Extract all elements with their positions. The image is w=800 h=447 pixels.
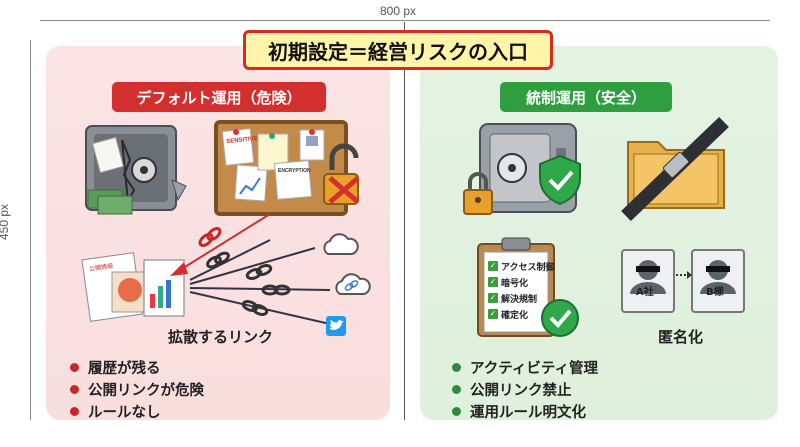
- checklist-item-label: 確定化: [501, 310, 529, 321]
- list-item: アクティビティ管理: [452, 356, 598, 378]
- height-dimension-label: 450 px: [0, 203, 12, 241]
- bullet-text: 公開リンク禁止: [470, 382, 572, 399]
- safe-tag: 統制運用（安全）: [500, 82, 672, 112]
- public-info-label: 公開情報: [89, 262, 114, 273]
- bullet-text: アクティビティ管理: [470, 360, 599, 377]
- bullet-dot: [70, 406, 79, 416]
- anonymous-person-a-icon: [621, 249, 675, 313]
- bullet-dot: [452, 384, 461, 394]
- social-bird-icon: [326, 316, 346, 336]
- unlocked-padlock-icon: [323, 143, 360, 205]
- secure-safe-icon: [463, 123, 581, 215]
- danger-tag: デフォルト運用（危険）: [112, 82, 326, 112]
- bullet-text: ルールなし: [88, 404, 161, 421]
- checklist-item: ✓アクセス制御: [488, 258, 555, 274]
- person-b-label: B様: [706, 287, 724, 298]
- bullet-dot: [452, 406, 461, 416]
- anonymization-caption: 匿名化: [658, 328, 704, 346]
- check-icon: ✓: [488, 309, 498, 319]
- risk-bullet-list: 履歴が残る 公開リンクが危険 ルールなし: [70, 356, 204, 422]
- check-icon: ✓: [488, 293, 498, 303]
- spreading-links-caption: 拡散するリンク: [168, 328, 274, 346]
- transfer-arrow-icon: [676, 271, 692, 279]
- bullet-dot: [70, 384, 79, 394]
- bullet-text: 履歴が残る: [88, 360, 161, 377]
- anonymous-person-b-icon: [691, 249, 745, 313]
- height-dimension-line: [30, 40, 31, 420]
- person-a-label: A社: [636, 287, 654, 298]
- checklist-item-label: アクセス制御: [501, 262, 555, 273]
- checklist: ✓アクセス制御 ✓暗号化 ✓解決規制 ✓確定化: [488, 258, 555, 322]
- list-item: 公開リンクが危険: [70, 378, 204, 400]
- checklist-item: ✓確定化: [488, 306, 555, 322]
- broken-safe-icon: [85, 125, 187, 215]
- link-cloud-icon: [335, 273, 371, 295]
- checklist-item-label: 解決規制: [501, 294, 538, 305]
- list-item: 運用ルール明文化: [452, 400, 598, 422]
- width-dimension-label: 800 px: [380, 4, 417, 18]
- width-dimension-line: [40, 20, 770, 21]
- corkboard-icon: SENSITIVE ENCRYPTION: [214, 120, 348, 216]
- checklist-item-label: 暗号化: [501, 278, 529, 289]
- control-bullet-list: アクティビティ管理 公開リンク禁止 運用ルール明文化: [452, 356, 598, 422]
- check-icon: ✓: [488, 261, 498, 271]
- list-item: ルールなし: [70, 400, 204, 422]
- spreading-links-graphic: [170, 213, 331, 325]
- folder-seatbelt-icon: [621, 116, 729, 222]
- sensitive-label: SENSITIVE: [226, 136, 258, 145]
- list-item: 公開リンク禁止: [452, 378, 598, 400]
- encryption-label: ENCRYPTION: [278, 168, 311, 174]
- bullet-dot: [452, 362, 461, 372]
- list-item: 履歴が残る: [70, 356, 204, 378]
- check-icon: ✓: [488, 277, 498, 287]
- page-title: 初期設定＝経営リスクの入口: [243, 30, 553, 70]
- checklist-item: ✓解決規制: [488, 290, 555, 306]
- checklist-item: ✓暗号化: [488, 274, 555, 290]
- bullet-dot: [70, 362, 79, 372]
- center-divider: [404, 22, 405, 420]
- bullet-text: 運用ルール明文化: [470, 404, 586, 421]
- bullet-text: 公開リンクが危険: [88, 382, 204, 399]
- cloud-icon: [323, 233, 359, 255]
